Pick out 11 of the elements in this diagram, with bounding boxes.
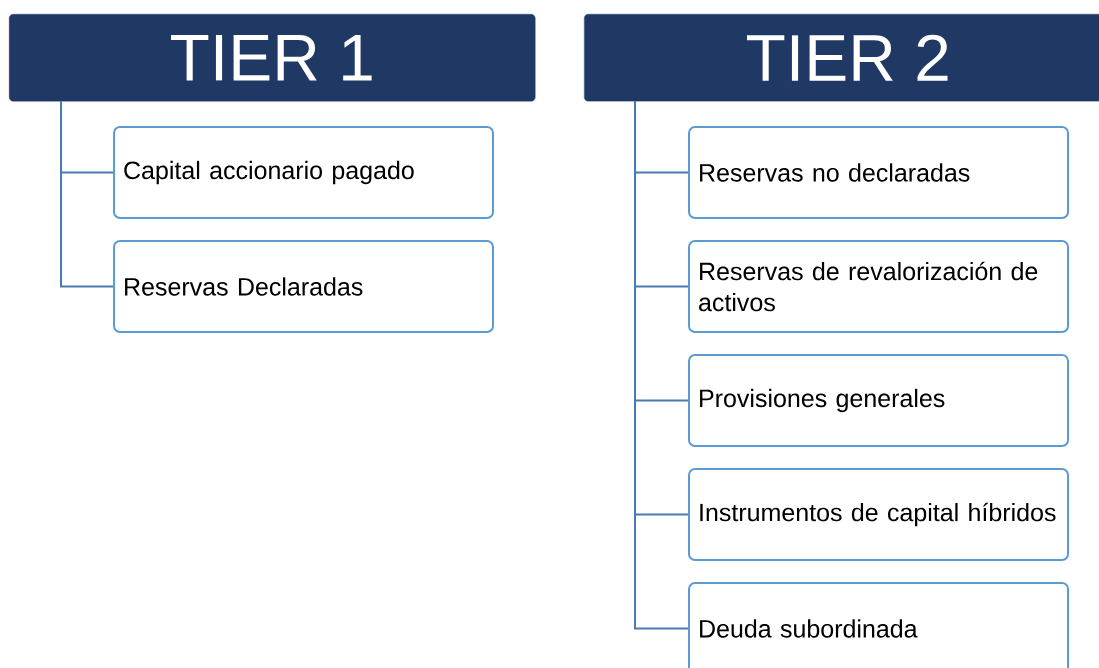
- item-box: Deuda subordinada: [688, 582, 1069, 668]
- item-box: Provisiones generales: [688, 354, 1069, 447]
- item-box: Capital accionario pagado: [113, 126, 494, 219]
- item-box: Instrumentos de capital híbridos: [688, 468, 1069, 561]
- connector-line: [60, 100, 114, 288]
- connector-line: [634, 100, 689, 630]
- tier-header: TIER 2: [584, 14, 1099, 102]
- item-box: Reservas Declaradas: [113, 240, 494, 333]
- item-box: Reservas de revalorización de activos: [688, 240, 1069, 333]
- tier-header: TIER 1: [9, 14, 536, 102]
- item-box: Reservas no declaradas: [688, 126, 1069, 219]
